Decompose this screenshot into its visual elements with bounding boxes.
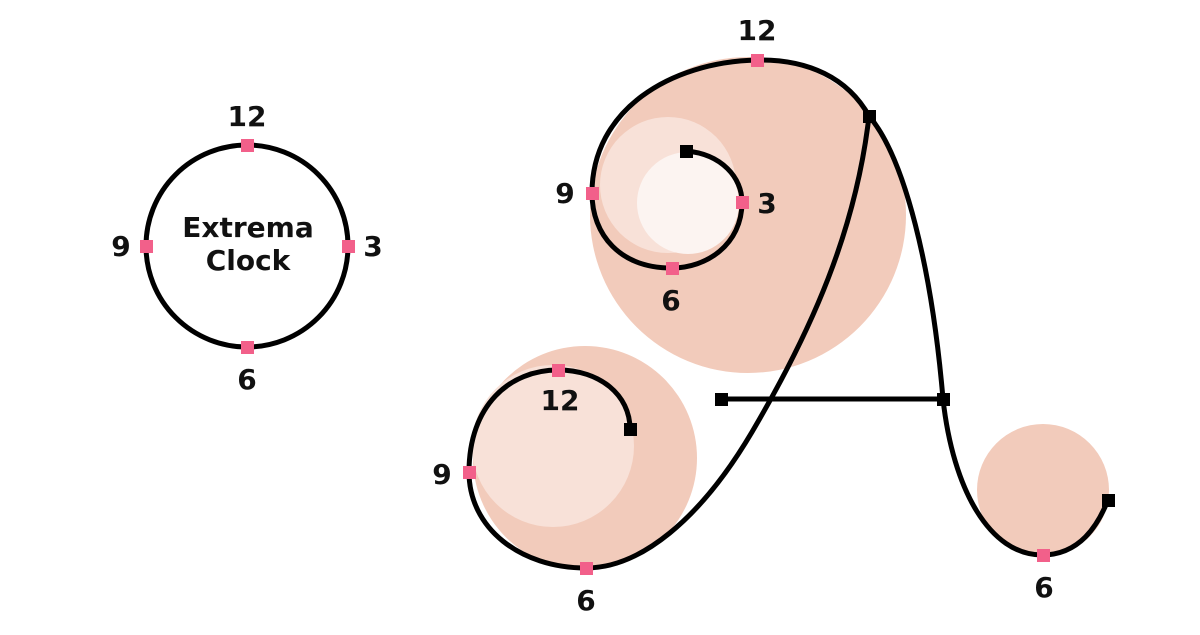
upper-label-6: 6: [661, 284, 680, 317]
lower-label-12: 12: [541, 384, 580, 417]
endpoint-crossbar-right: [937, 393, 950, 406]
legend-label-3: 3: [363, 230, 382, 263]
lower-label-6: 6: [576, 584, 595, 617]
extrema-point-tail-6: [1037, 549, 1050, 562]
upper-label-3: 3: [757, 187, 776, 220]
extrema-point-legend-12: [241, 139, 254, 152]
legend-label-6: 6: [237, 363, 256, 396]
extrema-point-legend-6: [241, 341, 254, 354]
endpoint-tail: [1102, 494, 1115, 507]
extrema-point-legend-9: [140, 240, 153, 253]
lower-mid-circle: [472, 365, 634, 527]
extrema-point-upper-3: [736, 196, 749, 209]
extrema-point-lower-12: [552, 364, 565, 377]
endpoint-lower-loop: [624, 423, 637, 436]
extrema-point-upper-6: [666, 262, 679, 275]
extrema-point-legend-3: [342, 240, 355, 253]
legend-title-line1: Extrema: [182, 211, 313, 244]
upper-label-12: 12: [738, 14, 777, 47]
upper-label-9: 9: [555, 177, 574, 210]
legend-label-9: 9: [111, 230, 130, 263]
endpoint-apex: [863, 110, 876, 123]
extrema-point-lower-6: [580, 562, 593, 575]
legend-title-line2: Clock: [206, 244, 292, 277]
extrema-point-upper-9: [586, 187, 599, 200]
tail-circle: [977, 424, 1109, 556]
legend-label-12: 12: [228, 100, 267, 133]
right-leg-stroke: [866, 113, 1111, 558]
extrema-point-lower-9: [463, 466, 476, 479]
extrema-point-upper-12: [751, 54, 764, 67]
upper-small-circle: [637, 152, 739, 254]
endpoint-crossbar-left: [715, 393, 728, 406]
lower-label-9: 9: [432, 458, 451, 491]
endpoint-inner-spiral: [680, 145, 693, 158]
tail-label-6: 6: [1034, 571, 1053, 604]
